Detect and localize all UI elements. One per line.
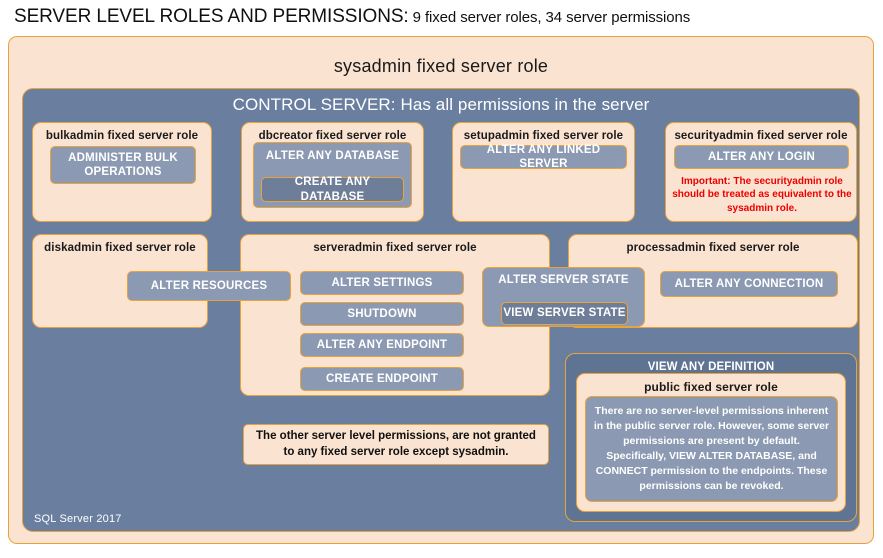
- page-title: SERVER LEVEL ROLES AND PERMISSIONS: 9 fi…: [14, 6, 874, 32]
- role-box-diskadmin[interactable]: diskadmin fixed server role: [32, 234, 208, 328]
- permission-alter-settings[interactable]: ALTER SETTINGS: [300, 271, 464, 295]
- permission-alter-any-endpoint[interactable]: ALTER ANY ENDPOINT: [300, 333, 464, 357]
- permission-alter-any-login[interactable]: ALTER ANY LOGIN: [674, 145, 849, 169]
- footer-version-label: SQL Server 2017: [34, 513, 122, 525]
- permission-alter-server-state-label: ALTER SERVER STATE: [498, 274, 629, 286]
- role-box-setupadmin[interactable]: setupadmin fixed server role: [452, 122, 635, 222]
- permission-alter-resources[interactable]: ALTER RESOURCES: [127, 271, 291, 301]
- role-title-setupadmin: setupadmin fixed server role: [463, 130, 624, 142]
- role-box-securityadmin[interactable]: securityadmin fixed server role: [665, 122, 857, 222]
- view-any-definition-label: VIEW ANY DEFINITION: [647, 361, 775, 373]
- page-title-subtitle: 9 fixed server roles, 34 server permissi…: [408, 9, 691, 26]
- permission-shutdown[interactable]: SHUTDOWN: [300, 302, 464, 326]
- permission-create-any-database[interactable]: CREATE ANY DATABASE: [261, 176, 404, 203]
- control-server-label: CONTROL SERVER: Has all permissions in t…: [232, 95, 650, 114]
- permission-administer-bulk-operations[interactable]: ADMINISTER BULK OPERATIONS: [50, 146, 196, 184]
- page-title-main: SERVER LEVEL ROLES AND PERMISSIONS:: [14, 6, 409, 27]
- role-title-bulkadmin: bulkadmin fixed server role: [45, 130, 199, 142]
- permission-alter-any-database-label: ALTER ANY DATABASE: [265, 150, 400, 162]
- role-title-serveradmin: serveradmin fixed server role: [313, 242, 477, 254]
- public-role-description: There are no server-level permissions in…: [585, 396, 838, 502]
- role-title-diskadmin: diskadmin fixed server role: [44, 242, 196, 254]
- permission-alter-any-linked-server[interactable]: ALTER ANY LINKED SERVER: [460, 144, 627, 170]
- sysadmin-role-label: sysadmin fixed server role: [333, 56, 549, 76]
- other-permissions-note: The other server level permissions, are …: [243, 424, 549, 465]
- permission-view-server-state[interactable]: VIEW SERVER STATE: [501, 302, 628, 325]
- securityadmin-warning-text: Important: The securityadmin role should…: [672, 176, 852, 214]
- permission-alter-any-connection[interactable]: ALTER ANY CONNECTION: [660, 271, 838, 297]
- role-title-public: public fixed server role: [644, 380, 778, 394]
- permission-create-endpoint[interactable]: CREATE ENDPOINT: [300, 367, 464, 391]
- role-title-securityadmin: securityadmin fixed server role: [674, 130, 848, 142]
- role-title-processadmin: processadmin fixed server role: [626, 242, 800, 254]
- role-title-dbcreator: dbcreator fixed server role: [258, 130, 407, 142]
